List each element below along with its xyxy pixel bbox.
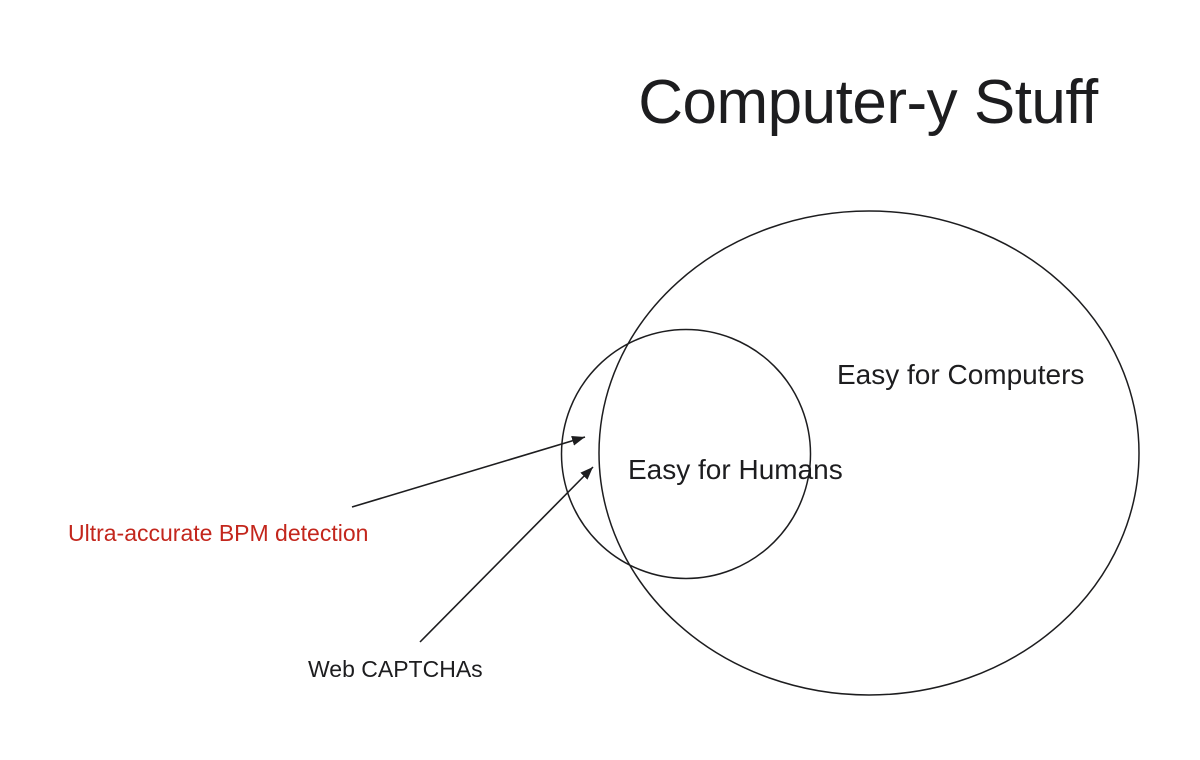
captcha-annotation-label: Web CAPTCHAs xyxy=(308,656,483,682)
easy-for-humans-label: Easy for Humans xyxy=(628,454,843,485)
easy-for-computers-label: Easy for Computers xyxy=(837,359,1085,390)
captcha-annotation-arrow xyxy=(419,466,594,643)
easy-for-computers-circle xyxy=(598,210,1140,696)
page-title: Computer-y Stuff xyxy=(638,68,1098,137)
easy-for-humans-circle xyxy=(560,328,812,580)
bpm-annotation-arrow xyxy=(351,435,586,508)
bpm-annotation-label: Ultra-accurate BPM detection xyxy=(68,520,369,546)
